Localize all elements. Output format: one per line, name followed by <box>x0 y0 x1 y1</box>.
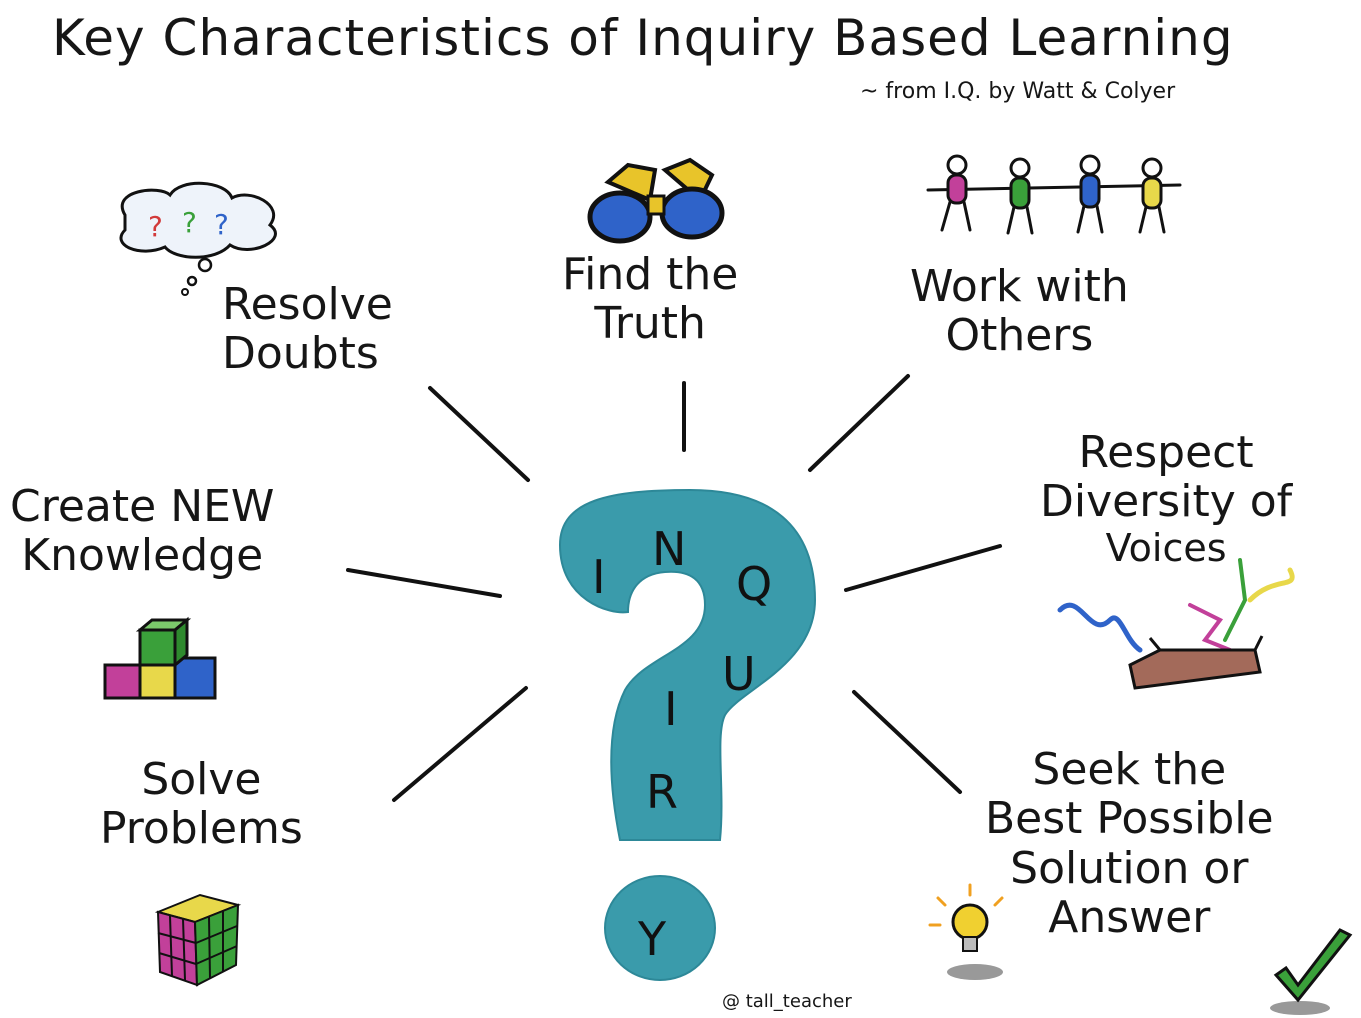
connector-lines <box>346 374 1002 802</box>
connector-line <box>844 544 1002 592</box>
credit: @ tall_teacher <box>722 991 852 1012</box>
connector-line <box>852 690 962 794</box>
lightbulb-icon <box>928 883 1004 980</box>
label-solve-problems: Solve Problems <box>100 754 303 855</box>
connector-line <box>346 568 502 598</box>
svg-text:?: ? <box>214 208 229 241</box>
page-title: Key Characteristics of Inquiry Based Lea… <box>52 9 1234 67</box>
connector-line <box>392 686 528 802</box>
subtitle: ~ from I.Q. by Watt & Colyer <box>860 79 1176 104</box>
center-letter: R <box>646 765 678 819</box>
rubiks-cube-icon <box>154 893 242 987</box>
open-box-streamers-icon <box>1057 558 1295 690</box>
center-letter: Q <box>736 557 772 611</box>
question-mark-icon: I N Q U I R Y <box>558 488 817 981</box>
binoculars-icon <box>587 157 725 244</box>
center-letter: I <box>664 682 678 736</box>
connector-line <box>808 374 910 472</box>
label-seek-best-solution: Seek the Best Possible Solution or Answe… <box>985 744 1274 943</box>
label-find-the-truth: Find the Truth <box>562 249 739 350</box>
label-resolve-doubts: Resolve Doubts <box>222 279 393 380</box>
label-respect-diversity: Respect Diversity of Voices <box>1040 427 1293 570</box>
checkmark-icon <box>1270 928 1353 1015</box>
svg-text:?: ? <box>148 210 163 243</box>
center-letter: N <box>652 522 686 576</box>
thought-bubble-icon: ? ? ? <box>119 181 277 296</box>
stacked-blocks-icon <box>103 616 217 700</box>
svg-text:?: ? <box>182 206 197 239</box>
center-letter: Y <box>637 912 667 966</box>
center-letter: I <box>592 550 606 604</box>
center-letter: U <box>722 647 756 701</box>
label-create-new-knowledge: Create NEW Knowledge <box>10 481 275 582</box>
people-holding-hands-icon <box>926 154 1182 235</box>
label-work-with-others: Work with Others <box>910 261 1129 362</box>
connector-line <box>428 386 530 482</box>
